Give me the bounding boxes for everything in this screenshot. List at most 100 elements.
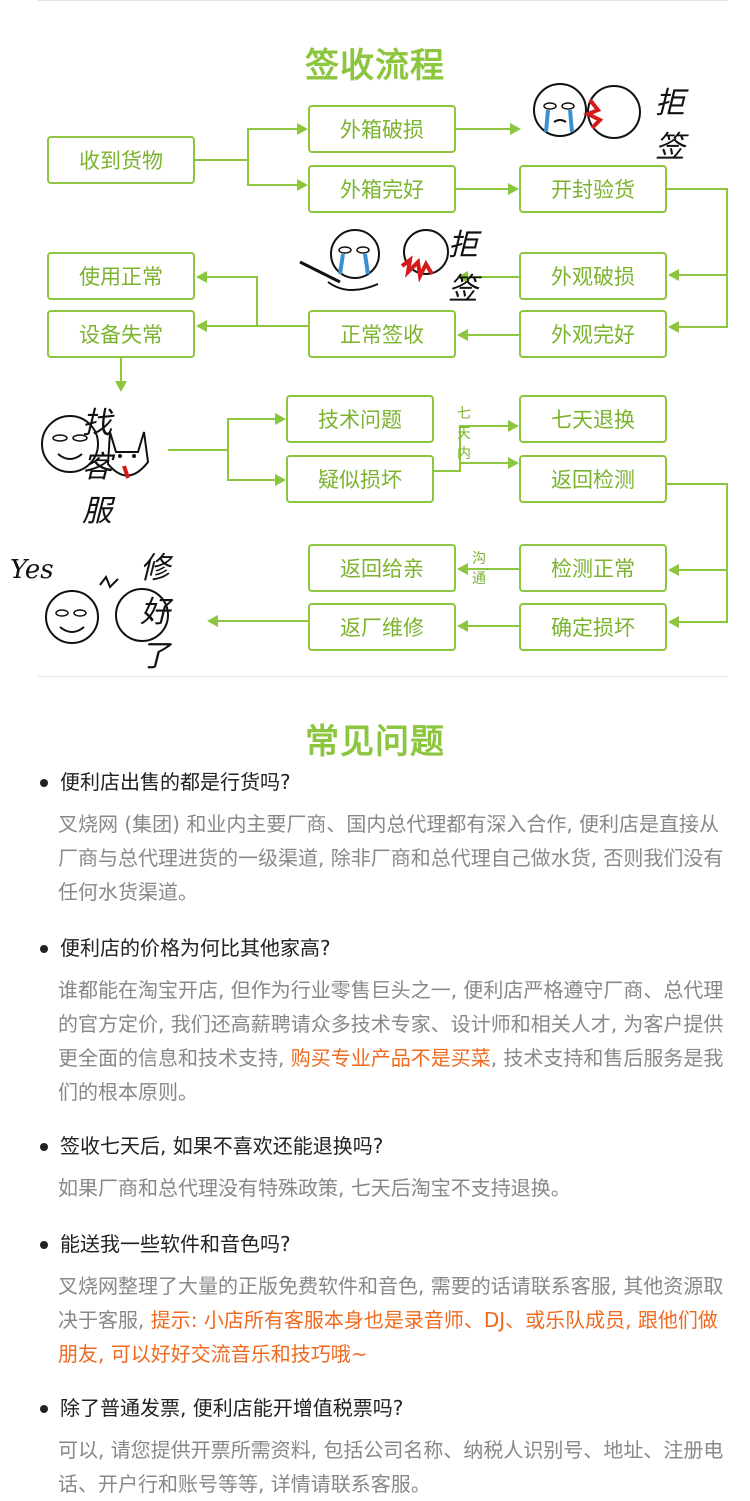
faq-answer: 谁都能在淘宝开店, 但作为行业零售巨头之一, 便利店严格遵守厂商、总代理的官方定… — [38, 973, 728, 1109]
box-suspected-damage: 疑似损坏 — [286, 455, 434, 503]
box-seven-day-return: 七天退换 — [519, 395, 667, 443]
arrow-left — [457, 271, 468, 283]
box-confirm-damage: 确定损坏 — [519, 603, 667, 651]
arrow-right — [508, 183, 519, 195]
arrow-left — [457, 563, 468, 575]
arrow-left — [196, 320, 207, 332]
arrow-right — [275, 413, 286, 425]
arrow-right — [508, 457, 519, 469]
connector — [679, 274, 728, 276]
box-outer-intact: 外箱完好 — [308, 165, 456, 213]
faq-item: 便利店出售的都是行货吗? 叉烧网 (集团) 和业内主要厂商、国内总代理都有深入合作… — [38, 767, 728, 909]
refuse-text-1: 拒签 — [655, 86, 685, 165]
faq-item: 签收七天后, 如果不喜欢还能退换吗?如果厂商和总代理没有特殊政策, 七天后淘宝不… — [38, 1131, 728, 1205]
connector — [468, 625, 519, 627]
fixed-cartoon — [45, 575, 169, 644]
answer-text: , 技术支持和售后服务是我们的根本原则。 — [58, 1046, 724, 1104]
connector — [468, 334, 519, 336]
connector — [726, 483, 728, 623]
connector — [195, 159, 248, 161]
box-return-to-you: 返回给亲 — [308, 544, 456, 592]
box-use-normal: 使用正常 — [47, 252, 195, 300]
answer-highlight: 购买专业产品不是买菜 — [290, 1046, 491, 1070]
connector — [679, 326, 728, 328]
box-unbox-check: 开封验货 — [519, 165, 667, 213]
arrow-left — [668, 616, 679, 628]
arrow-left — [196, 271, 207, 283]
faq-question: 便利店出售的都是行货吗? — [38, 767, 728, 797]
faq-item: 便利店的价格为何比其他家高? 谁都能在淘宝开店, 但作为行业零售巨头之一, 便利店… — [38, 933, 728, 1109]
connector — [168, 449, 228, 451]
connector — [218, 620, 308, 622]
connector — [459, 462, 508, 464]
arrow-left — [457, 329, 468, 341]
faq-answer: 叉烧网整理了大量的正版免费软件和音色, 需要的话请联系客服, 其他资源取决于客服… — [38, 1269, 728, 1371]
box-outer-damaged: 外箱破损 — [308, 105, 456, 153]
arrow-right — [275, 474, 286, 486]
arrow-right — [297, 123, 308, 135]
fixed-text: 修好了 — [140, 551, 170, 674]
arrow-left — [668, 269, 679, 281]
connector — [468, 568, 519, 570]
refuse-text-2: 拒签 — [448, 228, 478, 307]
connector — [726, 188, 728, 328]
connector — [679, 569, 728, 571]
answer-text: 可以, 请您提供开票所需资料, 包括公司名称、纳税人识别号、地址、注册电话、开户… — [58, 1438, 724, 1496]
faq-item: 除了普通发票, 便利店能开增值税票吗? 可以, 请您提供开票所需资料, 包括公司名… — [38, 1393, 728, 1501]
faq-answer: 如果厂商和总代理没有特殊政策, 七天后淘宝不支持退换。 — [38, 1171, 728, 1205]
arrow-right — [510, 123, 521, 135]
box-return-check: 返回检测 — [519, 455, 667, 503]
connector — [257, 325, 308, 327]
faq-question: 便利店的价格为何比其他家高? — [38, 933, 728, 963]
answer-text: 叉烧网整理了大量的正版免费软件和音色, 需要的话请联系客服, 其他资源取决于客服… — [58, 1274, 724, 1332]
answer-text: 叉烧网 (集团) 和业内主要厂商、国内总代理都有深入合作, 便利店是直接从厂商与… — [58, 812, 724, 904]
label-communicate: 沟通 — [472, 551, 486, 587]
connector — [120, 358, 122, 381]
connector — [247, 184, 297, 186]
service-text: 找客服 — [82, 406, 112, 529]
box-factory-repair: 返厂维修 — [308, 603, 456, 651]
connector — [227, 419, 229, 481]
answer-highlight: 提示: 小店所有客服本身也是录音师、DJ、或乐队成员, 跟他们做朋友, 可以好好… — [58, 1308, 718, 1366]
connector — [247, 128, 297, 130]
arrow-down — [115, 381, 127, 392]
connector — [679, 621, 728, 623]
answer-text: 谁都能在淘宝开店, 但作为行业零售巨头之一, 便利店严格遵守厂商、总代理的官方定… — [58, 978, 724, 1070]
faq-answer: 可以, 请您提供开票所需资料, 包括公司名称、纳税人识别号、地址、注册电话、开户… — [38, 1433, 728, 1501]
arrow-left — [457, 620, 468, 632]
answer-text: 如果厂商和总代理没有特殊政策, 七天后淘宝不支持退换。 — [58, 1176, 571, 1200]
faq-question: 能送我一些软件和音色吗? — [38, 1229, 728, 1259]
connector — [667, 188, 728, 190]
box-tech-issue: 技术问题 — [286, 395, 434, 443]
faq-title: 常见问题 — [305, 722, 445, 762]
box-device-fault: 设备失常 — [47, 310, 195, 358]
arrow-left — [207, 615, 218, 627]
box-look-damaged: 外观破损 — [519, 252, 667, 300]
arrow-right — [297, 179, 308, 191]
connector — [459, 425, 508, 427]
connector — [256, 276, 258, 327]
box-check-normal: 检测正常 — [519, 544, 667, 592]
connector — [456, 128, 511, 130]
box-look-intact: 外观完好 — [519, 310, 667, 358]
connector — [459, 426, 461, 472]
box-normal-sign: 正常签收 — [308, 310, 456, 358]
faq-item: 能送我一些软件和音色吗? 叉烧网整理了大量的正版免费软件和音色, 需要的话请联系客… — [38, 1229, 728, 1371]
faq-question: 除了普通发票, 便利店能开增值税票吗? — [38, 1393, 728, 1423]
arrow-left — [668, 564, 679, 576]
arrow-right — [508, 420, 519, 432]
box-received: 收到货物 — [47, 136, 195, 184]
process-title: 签收流程 — [305, 46, 445, 86]
connector — [434, 470, 460, 472]
connector — [468, 276, 519, 278]
service-cartoon — [41, 415, 150, 479]
connector — [456, 188, 508, 190]
connector — [227, 418, 275, 420]
connector — [207, 325, 258, 327]
label-seven-days: 七天内 — [457, 406, 471, 462]
yes-text: Yes — [10, 555, 54, 585]
middle-divider — [38, 676, 728, 677]
connector — [667, 483, 728, 485]
connector — [247, 129, 249, 185]
connector — [227, 479, 275, 481]
